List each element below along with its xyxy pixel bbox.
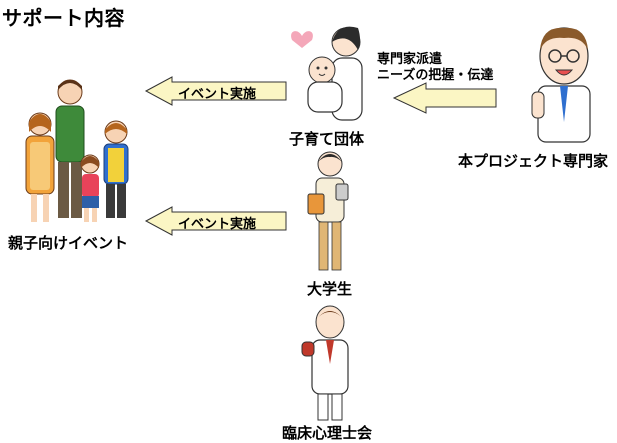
student-illustration (307, 151, 349, 271)
mother-figure (25, 112, 55, 222)
expert-illustration (531, 27, 591, 143)
student-label: 大学生 (307, 280, 353, 298)
father-figure (55, 79, 85, 218)
arrow-expert-to-group-label: 専門家派遣 ニーズの把握・伝達 (377, 52, 493, 84)
arrow-student-to-family (144, 206, 287, 236)
parenting-group-label: 子育て団体 (289, 130, 365, 148)
expert-dispatch-text: 専門家派遣 (377, 52, 443, 67)
arrow-group-to-family (144, 76, 287, 106)
girl-figure (80, 154, 100, 222)
arrow-expert-to-group (392, 82, 497, 114)
heart-icon (291, 31, 313, 48)
psychologist-label: 臨床心理士会 (282, 424, 373, 442)
page-title: サポート内容 (2, 6, 125, 30)
arrow-student-to-family-label: イベント実施 (178, 217, 257, 232)
expert-label: 本プロジェクト専門家 (458, 152, 609, 170)
needs-assessment-text: ニーズの把握・伝達 (377, 68, 494, 83)
boy-figure (103, 120, 129, 218)
parenting-group-illustration (291, 26, 363, 121)
family-illustration (25, 79, 129, 222)
family-label: 親子向けイベント (8, 234, 129, 252)
psychologist-illustration (301, 305, 349, 421)
arrow-group-to-family-label: イベント実施 (178, 87, 257, 102)
